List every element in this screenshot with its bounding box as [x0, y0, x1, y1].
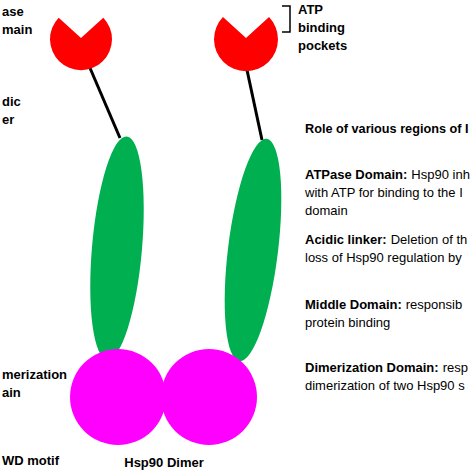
acidic-linker — [90, 68, 120, 138]
atpase-domain — [50, 18, 112, 71]
domain-label: ain — [2, 385, 21, 401]
region-role: dimerization of two Hsp90 s — [305, 378, 465, 394]
figure-caption: Hsp90 Dimer — [124, 455, 203, 471]
panel-heading: Role of various regions of I — [305, 122, 469, 137]
dimerization-domain — [161, 349, 257, 445]
region-role: with ATP for binding to the I — [305, 185, 463, 201]
region-name: Dimerization Domain: — [305, 360, 439, 376]
region-role: responsib — [406, 297, 462, 313]
region-name: Middle Domain: — [305, 297, 402, 313]
domain-label: main — [2, 22, 32, 38]
middle-domain — [215, 136, 292, 364]
region-role: domain — [305, 203, 348, 219]
domain-label: ase — [2, 4, 24, 20]
pocket-label: pockets — [298, 38, 347, 54]
region-role: Hsp90 inh — [411, 167, 470, 183]
domain-label: er — [2, 112, 14, 128]
region-role: loss of Hsp90 regulation by — [305, 250, 462, 266]
acidic-linker — [247, 70, 262, 140]
dimerization-domain — [70, 349, 166, 445]
region-role: protein binding — [305, 315, 390, 331]
atpase-domain — [214, 17, 278, 71]
domain-label: merization — [2, 367, 67, 383]
motif-label: WD motif — [2, 453, 59, 469]
region-name: ATPase Domain: — [305, 167, 407, 183]
region-role: resp — [443, 360, 468, 376]
pocket-label: ATP — [298, 2, 323, 18]
domain-label: dic — [2, 94, 21, 110]
middle-domain — [82, 134, 151, 362]
region-name: Acidic linker: — [305, 232, 387, 248]
bracket — [282, 6, 290, 32]
pocket-label: binding — [298, 20, 345, 36]
region-role: Deletion of th — [391, 232, 468, 248]
